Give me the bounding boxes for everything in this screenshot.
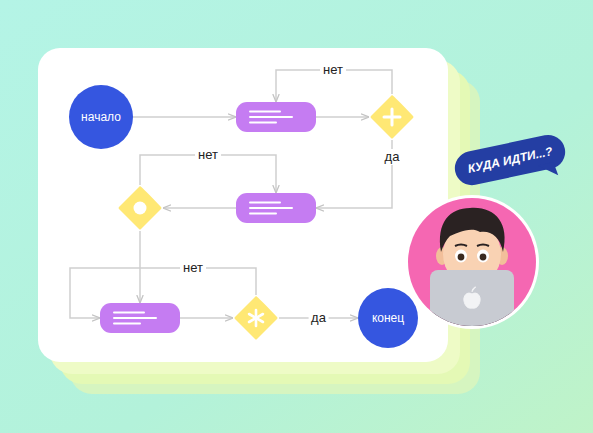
terminal-circle: начало	[69, 85, 133, 149]
process-box	[100, 303, 180, 333]
flow-arrow	[316, 116, 369, 118]
diamond-shape	[117, 185, 163, 231]
card	[38, 48, 448, 362]
flow-arrow	[180, 317, 233, 319]
edge-label: нет	[195, 147, 221, 163]
terminal-circle: конец	[358, 288, 418, 348]
decision-diamond	[369, 94, 415, 140]
diamond-shape	[369, 94, 415, 140]
process-box	[236, 102, 316, 132]
edge-label: нет	[320, 62, 346, 78]
process-box	[236, 193, 316, 223]
flow-arrow	[163, 207, 236, 209]
terminal-label: конец	[372, 311, 404, 325]
flow-arrow	[139, 231, 141, 303]
diamond-shape	[233, 295, 279, 341]
edge-label: нет	[180, 260, 206, 276]
box-shape	[100, 303, 180, 333]
flow-arrow	[133, 116, 236, 118]
terminal-label: начало	[81, 110, 121, 124]
box-shape	[236, 193, 316, 223]
box-shape	[236, 102, 316, 132]
decision-diamond	[233, 295, 279, 341]
edge-label: да	[308, 310, 329, 326]
edge-label: да	[382, 149, 403, 165]
decision-diamond	[117, 185, 163, 231]
avatar	[405, 195, 539, 340]
